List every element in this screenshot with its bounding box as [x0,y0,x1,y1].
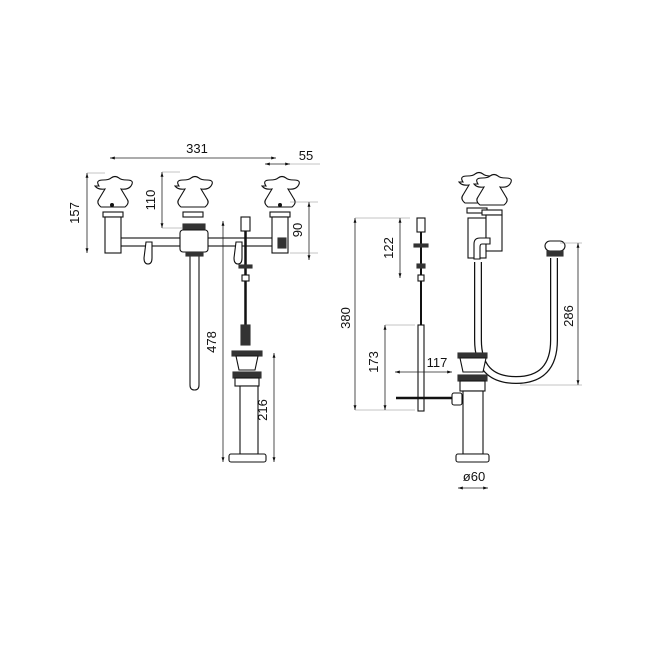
popup-knob [240,216,251,232]
dim-380: 380 [338,307,353,329]
dim-157: 157 [67,202,82,224]
left-tap [94,175,133,218]
popup-button [544,240,566,252]
dim-478: 478 [204,331,219,353]
right-hook [233,241,243,265]
dim-216: 216 [255,399,270,421]
dim-diameter-60: ø60 [463,469,485,484]
dim-110: 110 [143,190,158,211]
waste-assembly [228,350,267,463]
side-view: 380 122 173 117 286 ø60 [338,171,582,490]
right-tap [261,175,300,218]
dim-90: 90 [290,223,305,237]
dim-286: 286 [561,305,576,327]
dim-331: 331 [186,141,208,156]
left-hook [143,241,153,265]
tail-pipe [189,254,200,391]
front-view: 331 55 157 110 90 478 216 [67,141,320,463]
dim-122: 122 [381,237,396,259]
dim-55: 55 [299,148,313,163]
dim-173: 173 [366,351,381,373]
spout-body [174,175,213,218]
dim-117: 117 [427,355,448,370]
